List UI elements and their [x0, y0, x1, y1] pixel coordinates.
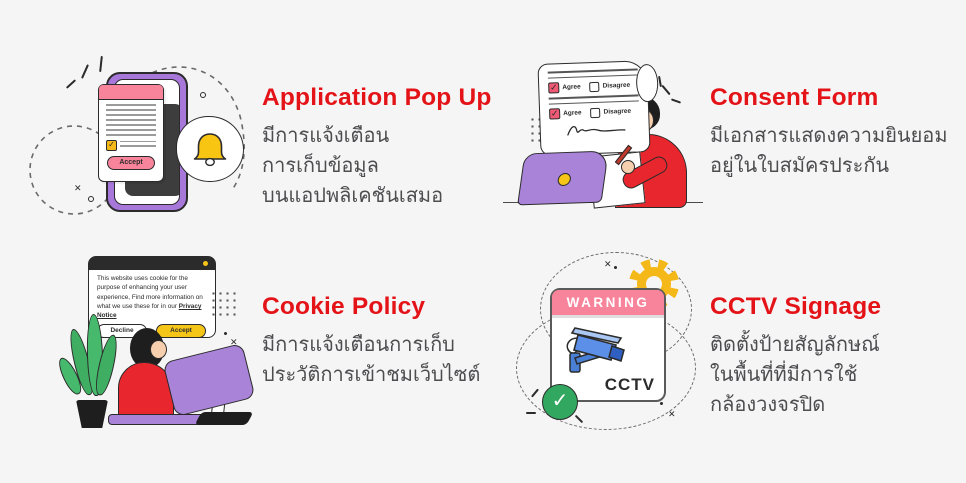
- dot-decoration: [224, 332, 227, 335]
- sparkle-line: [526, 412, 536, 414]
- check-badge: ✓: [542, 384, 578, 420]
- dots-decoration: [210, 290, 236, 316]
- sparkle-line: [670, 98, 682, 104]
- popup-checkbox-row: ✓: [99, 139, 163, 151]
- consent-document-content: ✓ Agree Disagree ✓ Agree Disagree: [547, 68, 641, 149]
- consent-document: ✓ Agree Disagree ✓ Agree Disagree: [537, 60, 659, 156]
- section-title: Cookie Policy: [262, 293, 426, 320]
- person-face: [150, 340, 167, 359]
- consent-row: ✓ Agree Disagree: [549, 106, 639, 120]
- notification-badge: [176, 116, 244, 182]
- dot-decoration: [614, 266, 617, 269]
- x-decoration: ✕: [604, 259, 612, 269]
- sparkle-line: [661, 84, 671, 96]
- cookie-banner-text: This website uses cookie for the purpose…: [89, 270, 215, 320]
- popup-text-lines: [99, 100, 163, 136]
- person-hand: [621, 160, 635, 174]
- section-description-line: มีเอกสารแสดงความยินยอม: [710, 125, 948, 147]
- monitor-base: [194, 412, 254, 425]
- section-consent-form: ✓ Agree Disagree ✓ Agree Disagree: [500, 0, 966, 240]
- signature: [567, 126, 626, 136]
- warning-header: WARNING: [552, 290, 664, 318]
- accept-button[interactable]: Accept: [156, 324, 206, 339]
- section-title: Consent Form: [710, 84, 879, 111]
- dot-decoration: [88, 196, 94, 202]
- consent-row: ✓ Agree Disagree: [548, 80, 638, 94]
- x-decoration: ✕: [668, 409, 676, 419]
- cctv-sign: WARNING CCTV: [550, 288, 666, 402]
- cctv-signage-text: CCTV Signage ติดตั้งป้ายสัญลักษณ์ ในพื้น…: [710, 293, 881, 420]
- popup-card: ✓ Accept: [98, 84, 164, 182]
- cookie-policy-text: Cookie Policy มีการแจ้งเตือนการเก็บ ประว…: [262, 293, 480, 390]
- application-popup-text: Application Pop Up มีการแจ้งเตือน การเก็…: [262, 84, 492, 211]
- section-description-line: ประวัติการเข้าชมเว็บไซต์: [262, 364, 481, 386]
- privacy-notice-link[interactable]: Privacy Notice: [97, 302, 202, 320]
- section-description-line: การเก็บข้อมูล: [262, 155, 379, 177]
- banner-text: This website uses cookie for the purpose…: [97, 275, 203, 310]
- window-dot-icon: [203, 261, 208, 266]
- keyboard-desk: [108, 414, 206, 425]
- x-decoration: ✕: [230, 337, 238, 347]
- application-popup-illustration: ✓ Accept ✕: [28, 48, 250, 230]
- agree-label: Agree: [562, 83, 581, 92]
- popup-header: [99, 85, 163, 100]
- section-description-line: กล้องวงจรปิด: [710, 394, 826, 416]
- sparkle-line: [658, 75, 662, 88]
- consent-form-illustration: ✓ Agree Disagree ✓ Agree Disagree: [503, 44, 703, 209]
- disagree-label: Disagree: [603, 108, 632, 117]
- plant-pot: [76, 400, 108, 428]
- section-application-pop-up: ✓ Accept ✕ Application Pop Up มีการแจ้งเ…: [0, 0, 505, 240]
- dot-decoration: [200, 92, 206, 98]
- browser-titlebar: [89, 257, 215, 270]
- section-title: CCTV Signage: [710, 293, 882, 320]
- scroll-curl: [635, 63, 659, 103]
- agree-checkbox[interactable]: ✓: [548, 82, 560, 94]
- agree-label: Agree: [563, 109, 582, 118]
- disagree-checkbox[interactable]: [589, 81, 600, 92]
- section-description-line: มีการแจ้งเตือนการเก็บ: [262, 334, 455, 356]
- section-cctv-signage: ✕ WARNING: [500, 240, 966, 483]
- section-description-line: มีการแจ้งเตือน: [262, 125, 390, 147]
- section-description-line: ติดตั้งป้ายสัญลักษณ์: [710, 334, 880, 356]
- laptop: [517, 150, 609, 206]
- disagree-checkbox[interactable]: [590, 107, 601, 118]
- cookie-buttons: Decline Accept: [89, 320, 215, 339]
- agree-checkbox[interactable]: ✓: [549, 108, 561, 120]
- dot-decoration: [660, 402, 663, 405]
- cookie-banner: This website uses cookie for the purpose…: [88, 256, 216, 339]
- bell-icon: [193, 133, 227, 167]
- consent-form-text: Consent Form มีเอกสารแสดงความยินยอม อยู่…: [710, 84, 948, 181]
- section-title: Application Pop Up: [262, 84, 492, 111]
- popup-accept-button[interactable]: Accept: [107, 155, 155, 170]
- cctv-camera-icon: [560, 320, 632, 382]
- cctv-signage-illustration: ✕ WARNING: [512, 248, 712, 438]
- popup-checkbox[interactable]: ✓: [106, 139, 117, 151]
- cctv-label: CCTV: [604, 375, 655, 394]
- section-cookie-policy: This website uses cookie for the purpose…: [0, 240, 505, 483]
- section-description-line: อยู่ในใบสมัครประกัน: [710, 155, 890, 177]
- section-description-line: ในพื้นที่ที่มีการใช้: [710, 364, 858, 386]
- cookie-policy-illustration: This website uses cookie for the purpose…: [54, 250, 265, 435]
- monitor: [162, 342, 256, 418]
- laptop-logo: [556, 172, 572, 187]
- x-decoration: ✕: [74, 183, 82, 193]
- section-description-line: บนแอปพลิเคชันเสมอ: [262, 185, 444, 207]
- disagree-label: Disagree: [602, 81, 631, 90]
